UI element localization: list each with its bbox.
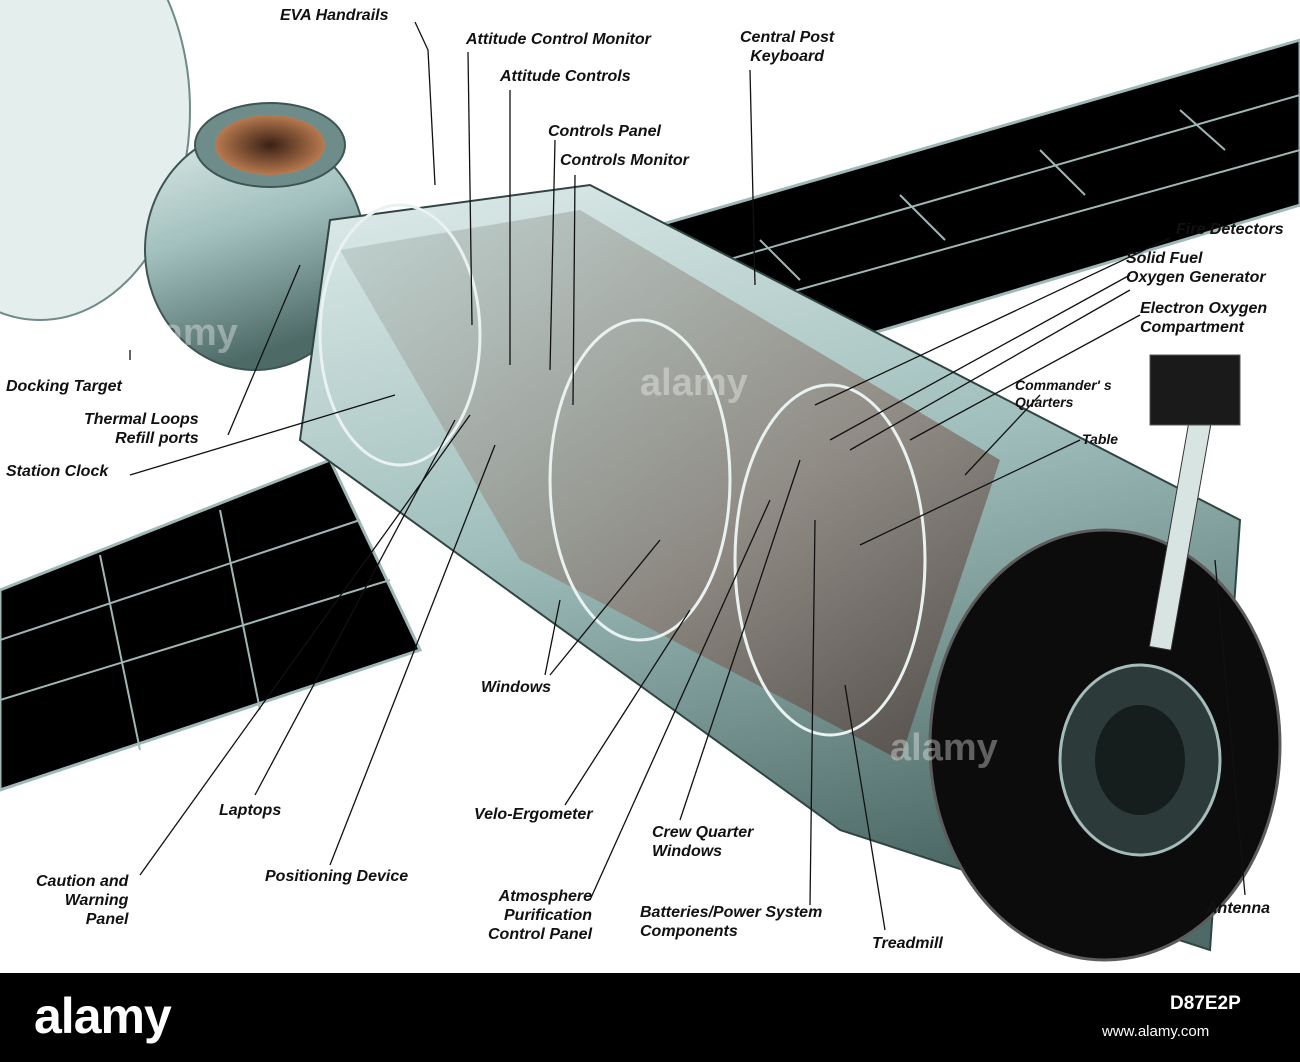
label-thermal-loops-refill-ports: Thermal Loops Refill ports (84, 411, 199, 447)
label-crew-quarter-windows: Crew Quarter Windows (652, 824, 754, 860)
zvezda-service-module-diagram: alamy alamy alamy (0, 0, 1300, 962)
label-fire-detectors: Fire Detectors (1176, 221, 1284, 238)
label-electron-oxygen-compartment: Electron Oxygen Compartment (1140, 300, 1268, 336)
watermark: alamy (890, 727, 998, 769)
antenna-mast (1148, 354, 1241, 651)
label-batteries-power-system: Batteries/Power System Components (640, 904, 823, 940)
label-solid-fuel-oxygen-generator: Solid Fuel Oxygen Generator (1126, 250, 1266, 286)
label-windows: Windows (481, 679, 552, 696)
label-caution-warning-panel: Caution and Warning Panel (36, 873, 129, 928)
label-laptops: Laptops (219, 802, 282, 819)
label-eva-handrails: EVA Handrails (280, 7, 389, 24)
label-controls-monitor: Controls Monitor (560, 152, 689, 169)
docking-node (0, 0, 366, 371)
stock-footer: alamy D87E2P www.alamy.com (0, 973, 1300, 1062)
label-positioning-device: Positioning Device (265, 868, 409, 885)
label-central-post-keyboard: Central Post Keyboard (740, 29, 835, 65)
label-attitude-control-monitor: Attitude Control Monitor (466, 31, 651, 48)
label-station-clock: Station Clock (6, 463, 109, 480)
label-treadmill: Treadmill (872, 935, 943, 952)
watermark: alamy (640, 362, 748, 404)
label-commanders-quarters: Commander' s Quarters (1015, 377, 1112, 410)
label-controls-panel: Controls Panel (548, 123, 661, 140)
label-docking-target: Docking Target (6, 378, 122, 395)
label-attitude-controls: Attitude Controls (500, 68, 631, 85)
image-id: D87E2P (1170, 993, 1241, 1014)
label-atmosphere-purification-control-panel: Atmosphere Purification Control Panel (488, 888, 593, 943)
label-velo-ergometer: Velo-Ergometer (474, 806, 593, 823)
label-antenna: Antenna (1206, 900, 1270, 917)
alamy-logo: alamy (34, 988, 172, 1044)
label-table: Table (1082, 431, 1119, 447)
solar-array-lower (0, 458, 423, 792)
footer-url: www.alamy.com (1102, 1023, 1210, 1040)
watermark: alamy (130, 312, 238, 354)
service-module-body (298, 183, 1282, 962)
leader-lines (129, 21, 1246, 931)
